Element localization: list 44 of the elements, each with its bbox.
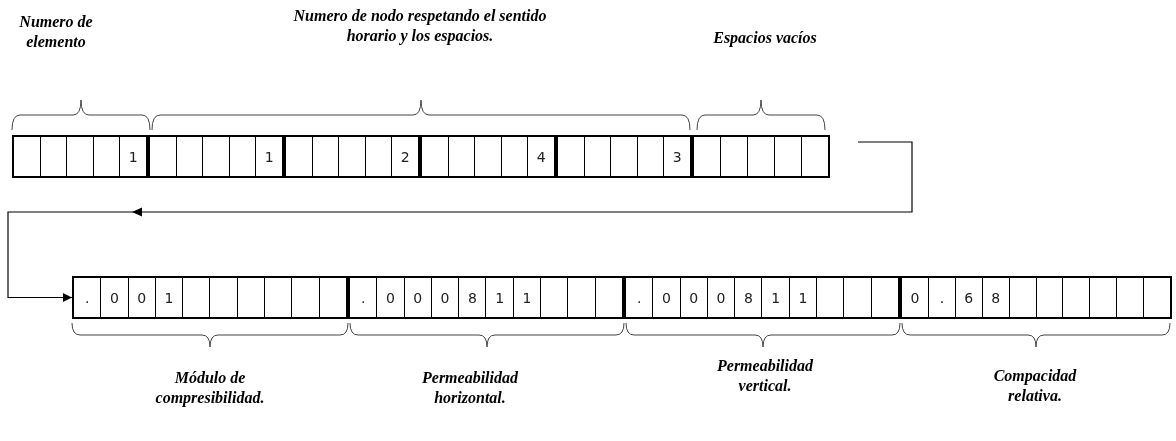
digit-cell: 1: [486, 278, 514, 317]
digit-cell: 0: [404, 278, 432, 317]
annotation-text: Módulo de compresibilidad.: [154, 368, 266, 408]
digit-cell: 1: [256, 137, 283, 176]
annotation-text: Numero de elemento: [18, 12, 94, 52]
digit-cell: 0: [902, 278, 929, 317]
digit-cell: .: [928, 278, 956, 317]
field-group: [348, 276, 624, 319]
digit-cell: 6: [955, 278, 983, 317]
annotation-text: Compacidad relativa.: [992, 366, 1078, 406]
digit-cell: .: [626, 278, 654, 317]
digit-cell: 1: [155, 278, 184, 317]
field-group: [148, 135, 284, 178]
digit-cell: 0: [707, 278, 736, 317]
digit-cell: 8: [459, 278, 487, 317]
annotation-text: Espacios vacíos: [712, 28, 818, 48]
digit-cell: 1: [513, 278, 542, 317]
digit-cell: 0: [653, 278, 681, 317]
digit-cell: 0: [128, 278, 156, 317]
field-group: [284, 135, 420, 178]
field-group: [420, 135, 556, 178]
digit-cell: 0: [431, 278, 460, 317]
digit-cell: 1: [762, 278, 790, 317]
field-group: [900, 276, 1172, 319]
digit-cell: 3: [664, 137, 691, 176]
digit-cell: 1: [789, 278, 818, 317]
digit-cell: 0: [680, 278, 708, 317]
field-group: [72, 276, 348, 319]
annotation-text: Numero de nodo respetando el sentido horario y los espacios.: [292, 6, 548, 46]
field-group: [692, 135, 830, 178]
annotation-text: Permeabilidad horizontal.: [421, 368, 519, 408]
digit-cell: 4: [528, 137, 555, 176]
digit-cell: 2: [392, 137, 419, 176]
digit-cell: 8: [735, 278, 763, 317]
digit-cell: 0: [377, 278, 405, 317]
digit-cell: 8: [982, 278, 1010, 317]
field-group: [556, 135, 692, 178]
field-group: [12, 135, 148, 178]
digit-cell: .: [74, 278, 102, 317]
annotation-text: Permeabilidad vertical.: [716, 356, 814, 396]
digit-cell: .: [350, 278, 378, 317]
digit-cell: 0: [101, 278, 129, 317]
field-group: [624, 276, 900, 319]
digit-cell: 1: [120, 137, 147, 176]
